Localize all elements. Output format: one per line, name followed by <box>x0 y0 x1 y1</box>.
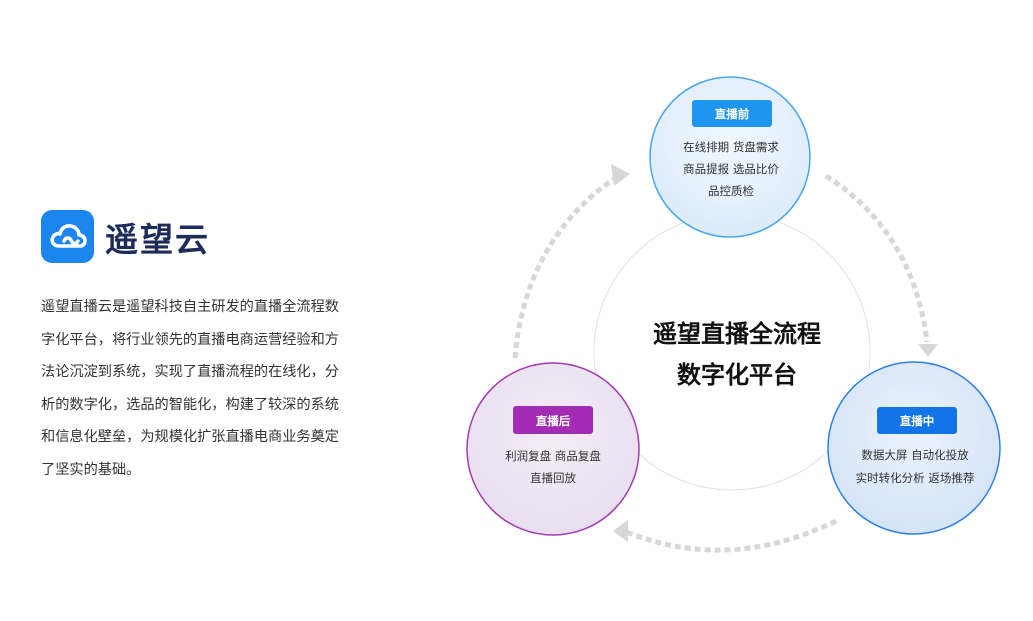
stage-during-circle <box>827 361 1001 535</box>
stage-before: 直播前 在线排期 货盘需求 商品提报 选品比价 品控质检 <box>649 76 811 238</box>
arrow-path-before-to-during <box>824 173 930 343</box>
stage-after-pill <box>513 406 593 434</box>
center-title-line2: 数字化平台 <box>677 361 797 389</box>
stage-after: 直播后 利润复盘 商品复盘 直播回放 <box>466 362 640 536</box>
stage-before-pill <box>692 100 772 127</box>
brand-logo: 遥望云 <box>41 210 210 263</box>
stage-after-circle <box>466 362 640 536</box>
stage-before-item: 品控质检 <box>708 184 754 198</box>
stage-during-item: 实时转化分析 返场推荐 <box>856 471 975 485</box>
stage-before-item: 商品提报 选品比价 <box>683 162 779 176</box>
stage-after-item: 直播回放 <box>530 471 576 485</box>
stage-during-label: 直播中 <box>900 414 935 428</box>
stage-before-item: 在线排期 货盘需求 <box>683 140 779 154</box>
stage-after-label: 直播后 <box>536 414 571 428</box>
arrowhead-right-icon <box>611 164 630 186</box>
arrow-path-after-to-before <box>512 172 622 359</box>
cloud-icon <box>41 210 94 263</box>
arrowhead-left-icon <box>613 520 628 542</box>
stage-during-item: 数据大屏 自动化投放 <box>861 448 969 462</box>
cycle-arrows <box>512 172 930 553</box>
platform-description: 遥望直播云是遥望科技自主研发的直播全流程数字化平台，将行业领先的直播电商运营经验… <box>41 299 339 478</box>
stage-after-item: 利润复盘 商品复盘 <box>505 449 601 463</box>
brand-name: 遥望云 <box>105 219 210 259</box>
center-title-line1: 遥望直播全流程 <box>653 320 821 348</box>
arrow-path-during-to-after <box>623 518 838 553</box>
arrowhead-down-icon <box>918 344 938 357</box>
stage-during-pill <box>877 407 957 434</box>
stage-during: 直播中 数据大屏 自动化投放 实时转化分析 返场推荐 <box>827 361 1001 535</box>
stage-before-label: 直播前 <box>715 107 750 121</box>
